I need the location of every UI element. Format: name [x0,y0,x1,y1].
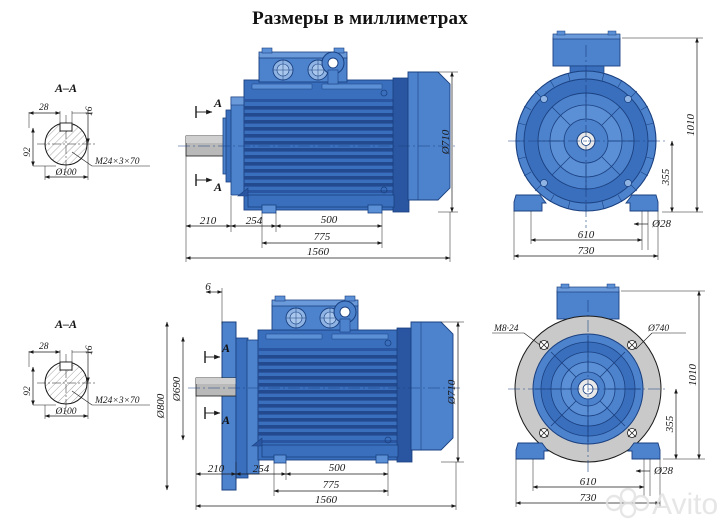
dim-overall-height-top: 1010 [685,114,697,137]
dim-shaft-centre-height-top: 355 [660,168,672,186]
dim-key-width-bottom: 16 [85,345,95,355]
dim-key-offset-bottom: 28 [39,342,49,352]
section-letter-a: A [221,341,230,355]
foot-right-front-top [625,194,659,212]
dim-shaft-height-bottom: 92 [23,386,33,396]
dim-flange-thickness: 6 [205,281,211,293]
dim-flange-spigot-dia: Ø690 [171,376,183,402]
dim-key-width-top: 16 [85,106,95,116]
motor-front-view-top: 1010 355 Ø28 610 730 [508,30,703,260]
dim-foot-hole-span-bottom: 610 [580,476,597,488]
dim-key-offset-top: 28 [39,103,49,113]
dim-front-to-foot-bottom: 254 [253,463,270,475]
dim-foot-hole-dia-bottom: Ø28 [653,465,673,477]
page-title: Размеры в миллиметрах [252,8,468,29]
dim-overall-len-bottom: 1560 [315,494,338,506]
cooling-fins-bottom [258,348,398,443]
dim-overall-height-bottom: 1010 [687,364,699,387]
motor-front-view-bottom: M8·24 Ø740 1010 355 Ø28 610 [492,283,705,507]
avito-watermark-text: Avito [652,488,718,521]
dim-foot-hole-dia-top: Ø28 [651,218,671,230]
dim-front-to-foot-top: 254 [246,215,263,227]
dim-foot-span-bottom: 500 [329,462,346,474]
dim-shaft-height-top: 92 [23,147,33,157]
motor-side-view-bottom: A A 6 Ø800 Ø690 Ø710 [155,281,464,510]
foot-left-front-bottom [515,442,549,460]
dim-foot-to-end-bottom: 775 [323,479,340,491]
section-aa-bottom: A–A 28 16 92 Ø100 M24×3×70 [23,317,150,419]
section-letter-a: A [221,413,230,427]
motor-side-view-top: A A Ø710 210 254 500 [178,47,458,262]
dim-shaft-centre-height-bottom: 355 [664,415,676,433]
dim-shaft-len-top: 210 [200,215,217,227]
section-letter-a: A [213,180,222,194]
avito-watermark: Avito [605,487,718,521]
housing-bolts-top [540,95,632,187]
dim-foot-width-bottom: 730 [580,492,597,504]
stator-body-bottom [257,329,399,461]
dim-foot-to-end-top: 775 [314,231,331,243]
dim-thread-top: M24×3×70 [94,157,140,167]
dim-thread-bottom: M24×3×70 [94,396,140,406]
section-aa-top-label: A–A [54,81,77,95]
dim-foot-hole-span-top: 610 [578,229,595,241]
dim-flange-bolt-circle: Ø740 [647,324,669,334]
foot-right-front-bottom [627,442,661,460]
dim-shaft-dia-top: Ø100 [54,168,76,178]
dim-frame-dia-bottom: Ø710 [446,379,458,405]
foot-left-front-top [513,194,547,212]
foot-front-top [261,204,277,214]
lifting-eye-bottom [333,300,357,333]
dim-frame-dia-top: Ø710 [440,129,452,155]
lifting-eye-top [321,51,345,85]
dim-shaft-len-bottom: 210 [208,463,225,475]
foot-rear-top [367,204,383,214]
cooling-fins-top [244,99,394,193]
section-letter-a: A [213,96,222,110]
section-aa-top: A–A 28 16 92 Ø100 [23,81,150,180]
dim-foot-span-top: 500 [321,214,338,226]
section-mark-a-bottom: A A [204,341,230,427]
section-aa-bottom-label: A–A [54,317,77,331]
dim-shaft-dia-bottom: Ø100 [54,407,76,417]
terminal-box-front-top [552,37,621,67]
dim-flange-bolt-thread: M8·24 [493,324,519,334]
flange-bolt-holes [539,340,637,438]
dim-foot-width-top: 730 [578,245,595,257]
dim-flange-outer-dia: Ø800 [155,393,167,419]
dim-overall-len-top: 1560 [307,246,330,258]
section-mark-a-top: A A [195,96,222,194]
